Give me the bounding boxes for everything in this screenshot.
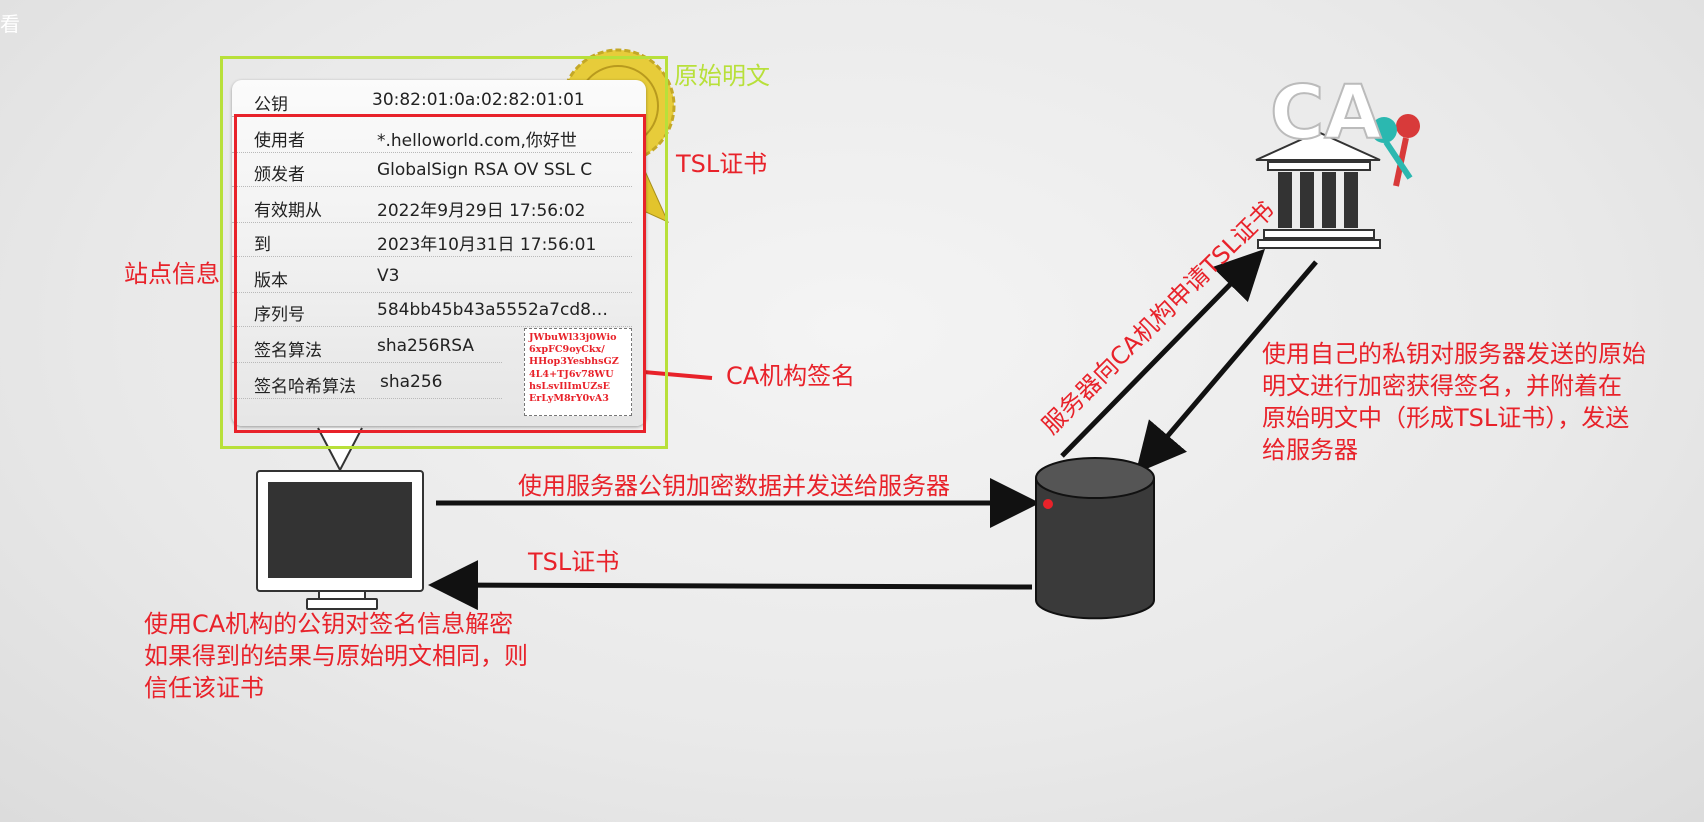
cert-key: 颁发者: [254, 165, 305, 185]
cert-value: 2023年10月31日 17:56:01: [377, 235, 597, 255]
signature-line: ErLyM8rY0vA3: [529, 393, 609, 405]
cert-row-serial: 序列号 584bb45b43a5552a7cd8…: [232, 292, 632, 327]
cert-value: 584bb45b43a5552a7cd8…: [377, 300, 608, 320]
cert-key: 签名算法: [254, 341, 322, 361]
label-ca-action: 使用自己的私钥对服务器发送的原始 明文进行加密获得签名，并附着在 原始明文中（形…: [1262, 338, 1646, 466]
ca-building-icon: [1255, 130, 1381, 249]
signature-box: JWbuWl33j0Wio 6xpFC9oyCkx/ HHop3YesbhsGZ…: [524, 328, 632, 416]
client-verify-line: 信任该证书: [144, 674, 264, 702]
cert-key: 有效期从: [254, 201, 322, 221]
cert-row-subject: 使用者 *.helloworld.com,你好世: [232, 118, 632, 153]
keys-icon: [1371, 114, 1420, 187]
label-encrypt-send: 使用服务器公钥加密数据并发送给服务器: [518, 472, 950, 500]
signature-line: 4L4+TJ6v78WU: [529, 368, 614, 380]
cert-key: 到: [254, 235, 271, 255]
cert-key: 签名哈希算法: [254, 377, 356, 397]
cert-value: 2022年9月29日 17:56:02: [377, 201, 586, 221]
cert-value: *.helloworld.com,你好世: [377, 131, 577, 151]
cert-value: sha256: [380, 372, 443, 392]
label-original-plaintext: 原始明文: [674, 62, 770, 90]
signature-line: hsLsvIlImUZsE: [529, 380, 610, 392]
cert-value: V3: [377, 266, 400, 286]
arrow-server-to-client: [428, 560, 1033, 611]
cert-row-issuer: 颁发者 GlobalSign RSA OV SSL C: [232, 152, 632, 187]
arrow-server-to-ca: [1060, 248, 1265, 458]
cert-row-valid-to: 到 2023年10月31日 17:56:01: [232, 222, 632, 257]
certificate-card: 公钥 30:82:01:0a:02:82:01:01 使用者 *.hellowo…: [232, 80, 646, 426]
ca-action-line: 给服务器: [1262, 436, 1358, 464]
monitor-base: [306, 598, 378, 610]
signature-line: JWbuWl33j0Wio: [529, 332, 617, 343]
signature-line: HHop3YesbhsGZ: [529, 356, 619, 368]
arrow-ca-to-server: [1135, 260, 1318, 474]
label-client-verify: 使用CA机构的公钥对签名信息解密 如果得到的结果与原始明文相同，则 信任该证书: [144, 608, 528, 704]
cert-key: 使用者: [254, 131, 305, 151]
ca-action-line: 原始明文中（形成TSL证书），发送: [1262, 404, 1630, 432]
label-site-info: 站点信息: [124, 260, 220, 288]
cert-row-sig-alg: 签名算法 sha256RSA: [232, 328, 502, 363]
ca-action-line: 使用自己的私钥对服务器发送的原始: [1262, 340, 1646, 368]
cert-row-sig-hash: 签名哈希算法 sha256: [232, 364, 502, 399]
plaintext-highlight: [220, 56, 668, 449]
cert-key: 公钥: [254, 95, 288, 115]
tsl-cert-highlight: [234, 114, 646, 433]
client-verify-line: 使用CA机构的公钥对签名信息解密: [144, 610, 514, 638]
cert-value: GlobalSign RSA OV SSL C: [377, 160, 593, 180]
label-ca-signature: CA机构签名: [726, 362, 856, 390]
label-tsl-cert-box: TSL证书: [676, 150, 768, 178]
cert-value: sha256RSA: [377, 336, 475, 356]
cert-value: 30:82:01:0a:02:82:01:01: [372, 90, 585, 110]
corner-text: 看: [0, 12, 20, 36]
cert-row-valid-from: 有效期从 2022年9月29日 17:56:02: [232, 188, 632, 223]
ca-action-line: 明文进行加密获得签名，并附着在: [1262, 372, 1622, 400]
signature-line: 6xpFC9oyCkx/: [529, 344, 605, 356]
server-icon: [1035, 457, 1155, 620]
label-tsl-cert-return: TSL证书: [528, 548, 620, 576]
client-monitor-icon: [256, 470, 424, 592]
client-verify-line: 如果得到的结果与原始明文相同，则: [144, 642, 528, 670]
cert-row-version: 版本 V3: [232, 258, 632, 293]
cert-key: 版本: [254, 271, 288, 291]
cert-key: 序列号: [254, 305, 305, 325]
ca-logo: CA: [1269, 69, 1383, 157]
